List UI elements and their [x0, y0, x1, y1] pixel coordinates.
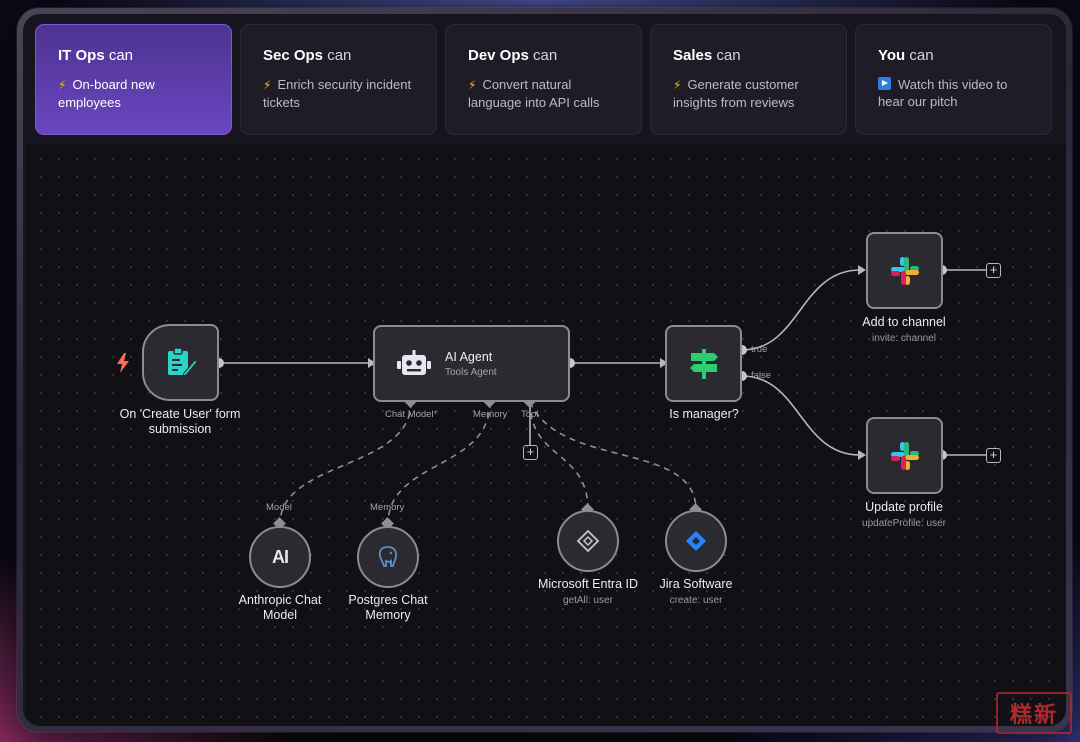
add-after-profile-button[interactable]: + [986, 448, 1001, 463]
postgres-chat-memory-node[interactable] [357, 526, 419, 588]
entra-label: Microsoft Entra ID [537, 577, 639, 591]
tab-you[interactable]: You can Watch this video to hear our pit… [855, 24, 1052, 135]
jira-label: Jira Software [659, 577, 733, 591]
form-icon [167, 346, 198, 377]
postgres-label: Postgres Chat Memory [348, 593, 428, 622]
jira-subtitle: create: user [669, 595, 723, 606]
memory-port-label: Memory [473, 409, 508, 420]
tab-title: Sec Ops can [263, 47, 352, 64]
tab-description: ⚡Convert natural language into API calls [468, 77, 600, 110]
slack-icon [890, 441, 919, 470]
trigger-bolt-icon [117, 353, 129, 373]
tab-description: ⚡Generate customer insights from reviews [673, 77, 799, 110]
add-tool-button[interactable]: + [523, 445, 538, 460]
jira-software-node[interactable] [665, 510, 727, 572]
chat-model-port-label: Chat Model* [385, 409, 438, 420]
update-profile-subtitle: updateProfile: user [862, 518, 946, 529]
microsoft-entra-node[interactable] [557, 510, 619, 572]
tab-description: Watch this video to hear our pitch [878, 77, 1008, 109]
add-to-channel-subtitle: invite: channel [872, 333, 936, 344]
tab-title: Sales can [673, 47, 741, 64]
true-branch-label: true [751, 344, 768, 355]
postgres-port-label: Memory [370, 502, 405, 513]
update-profile-node[interactable] [866, 417, 943, 494]
anthropic-port-label: Model [266, 502, 292, 513]
lightning-icon: ⚡ [468, 78, 477, 92]
tab-sales[interactable]: Sales can ⚡Generate customer insights fr… [650, 24, 847, 135]
anthropic-chat-model-node[interactable]: AI [249, 526, 311, 588]
tab-description: ⚡Enrich security incident tickets [263, 77, 412, 110]
anthropic-label: Anthropic Chat Model [238, 593, 322, 622]
is-manager-node[interactable] [665, 325, 742, 402]
add-to-channel-label: Add to channel [862, 315, 946, 329]
lightning-icon: ⚡ [673, 78, 682, 92]
slack-icon [890, 256, 919, 285]
ai-agent-subtitle: Tools Agent [445, 366, 497, 378]
tab-title: Dev Ops can [468, 47, 558, 64]
tab-description: ⚡On-board new employees [58, 77, 155, 110]
entra-diamond-icon [576, 529, 600, 553]
required-mark: * [433, 409, 438, 420]
update-profile-label: Update profile [865, 500, 943, 514]
ai-agent-title: AI Agent [445, 349, 493, 364]
false-branch-label: false [751, 370, 772, 381]
postgres-elephant-icon [378, 546, 398, 567]
trigger-label: On 'Create User' form submission [119, 407, 241, 436]
lightning-icon: ⚡ [263, 78, 272, 92]
use-case-tabs: IT Ops can ⚡On-board new employees Sec O… [35, 24, 1052, 135]
tool-port-label: Tool [521, 409, 539, 420]
tab-title: IT Ops can [58, 47, 134, 64]
ai-agent-node[interactable]: AI Agent Tools Agent [373, 325, 570, 402]
form-trigger-node[interactable] [142, 324, 219, 401]
tab-sec-ops[interactable]: Sec Ops can ⚡Enrich security incident ti… [240, 24, 437, 135]
is-manager-label: Is manager? [669, 407, 739, 421]
lightning-icon: ⚡ [58, 78, 67, 92]
signpost-icon [689, 348, 718, 379]
watermark-stamp: 糕新 [996, 692, 1072, 734]
anthropic-icon: AI [272, 546, 289, 567]
jira-icon [686, 531, 706, 551]
add-after-channel-button[interactable]: + [986, 263, 1001, 278]
tab-dev-ops[interactable]: Dev Ops can ⚡Convert natural language in… [445, 24, 642, 135]
entra-subtitle: getAll: user [562, 595, 614, 606]
play-icon [878, 77, 891, 90]
tab-it-ops[interactable]: IT Ops can ⚡On-board new employees [35, 24, 232, 135]
robot-icon [397, 349, 431, 375]
ai-agent-text: AI Agent Tools Agent [445, 350, 497, 378]
add-to-channel-node[interactable] [866, 232, 943, 309]
tab-title: You can [878, 47, 934, 64]
